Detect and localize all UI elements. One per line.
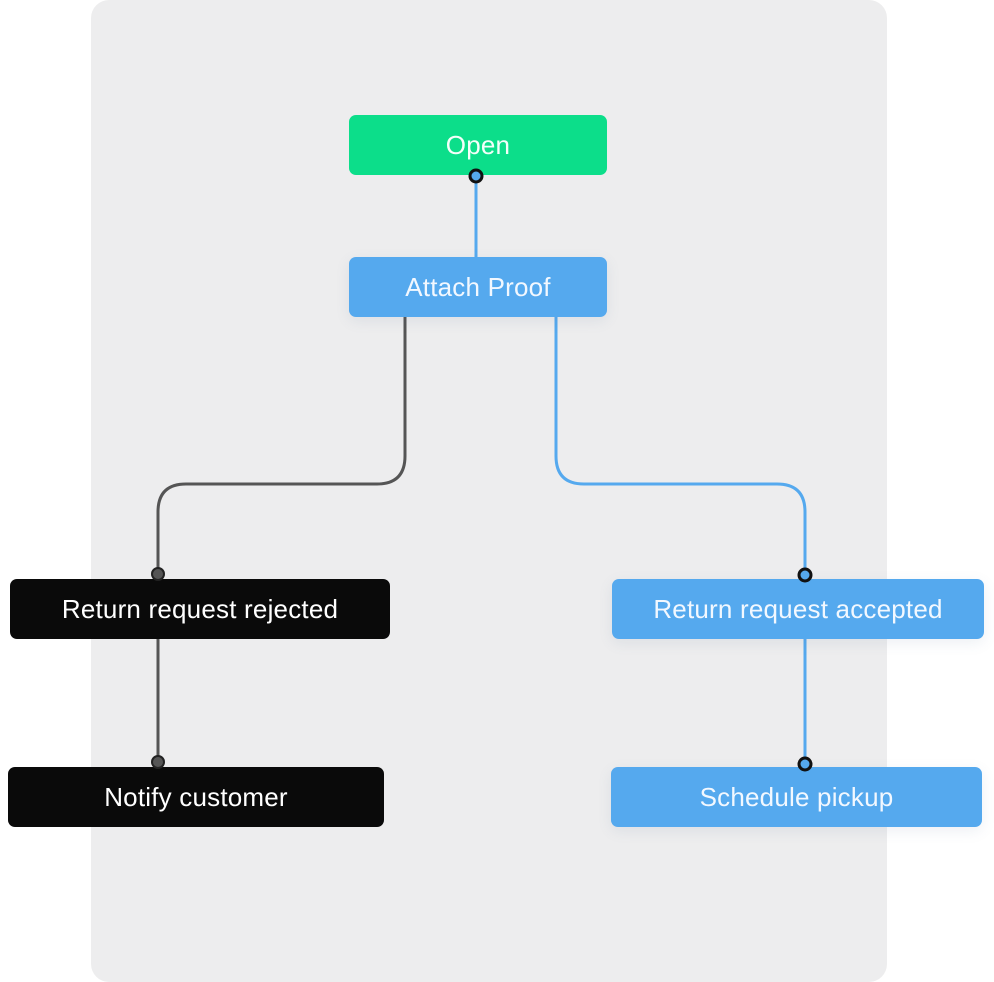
edge-attach-proof-to-accepted bbox=[554, 317, 807, 575]
connector-handle[interactable] bbox=[151, 755, 165, 769]
status-node-open[interactable]: Open bbox=[349, 115, 607, 175]
status-node-label: Attach Proof bbox=[405, 271, 551, 302]
edge-attach-proof-to-rejected bbox=[156, 317, 407, 574]
status-node-label: Open bbox=[445, 129, 511, 160]
status-node-return-request-accepted[interactable]: Return request accepted bbox=[612, 579, 984, 639]
status-node-notify-customer[interactable]: Notify customer bbox=[8, 767, 384, 827]
status-node-label: Schedule pickup bbox=[699, 781, 894, 812]
connector-handle[interactable] bbox=[797, 756, 813, 772]
status-node-label: Return request rejected bbox=[61, 593, 339, 624]
connector-handle[interactable] bbox=[151, 567, 165, 581]
connector-handle[interactable] bbox=[468, 168, 484, 184]
status-node-return-request-rejected[interactable]: Return request rejected bbox=[10, 579, 390, 639]
status-node-label: Notify customer bbox=[104, 781, 288, 812]
connector-handle[interactable] bbox=[797, 567, 813, 583]
status-node-schedule-pickup[interactable]: Schedule pickup bbox=[611, 767, 982, 827]
status-node-label: Return request accepted bbox=[653, 593, 943, 624]
status-node-attach-proof[interactable]: Attach Proof bbox=[349, 257, 607, 317]
